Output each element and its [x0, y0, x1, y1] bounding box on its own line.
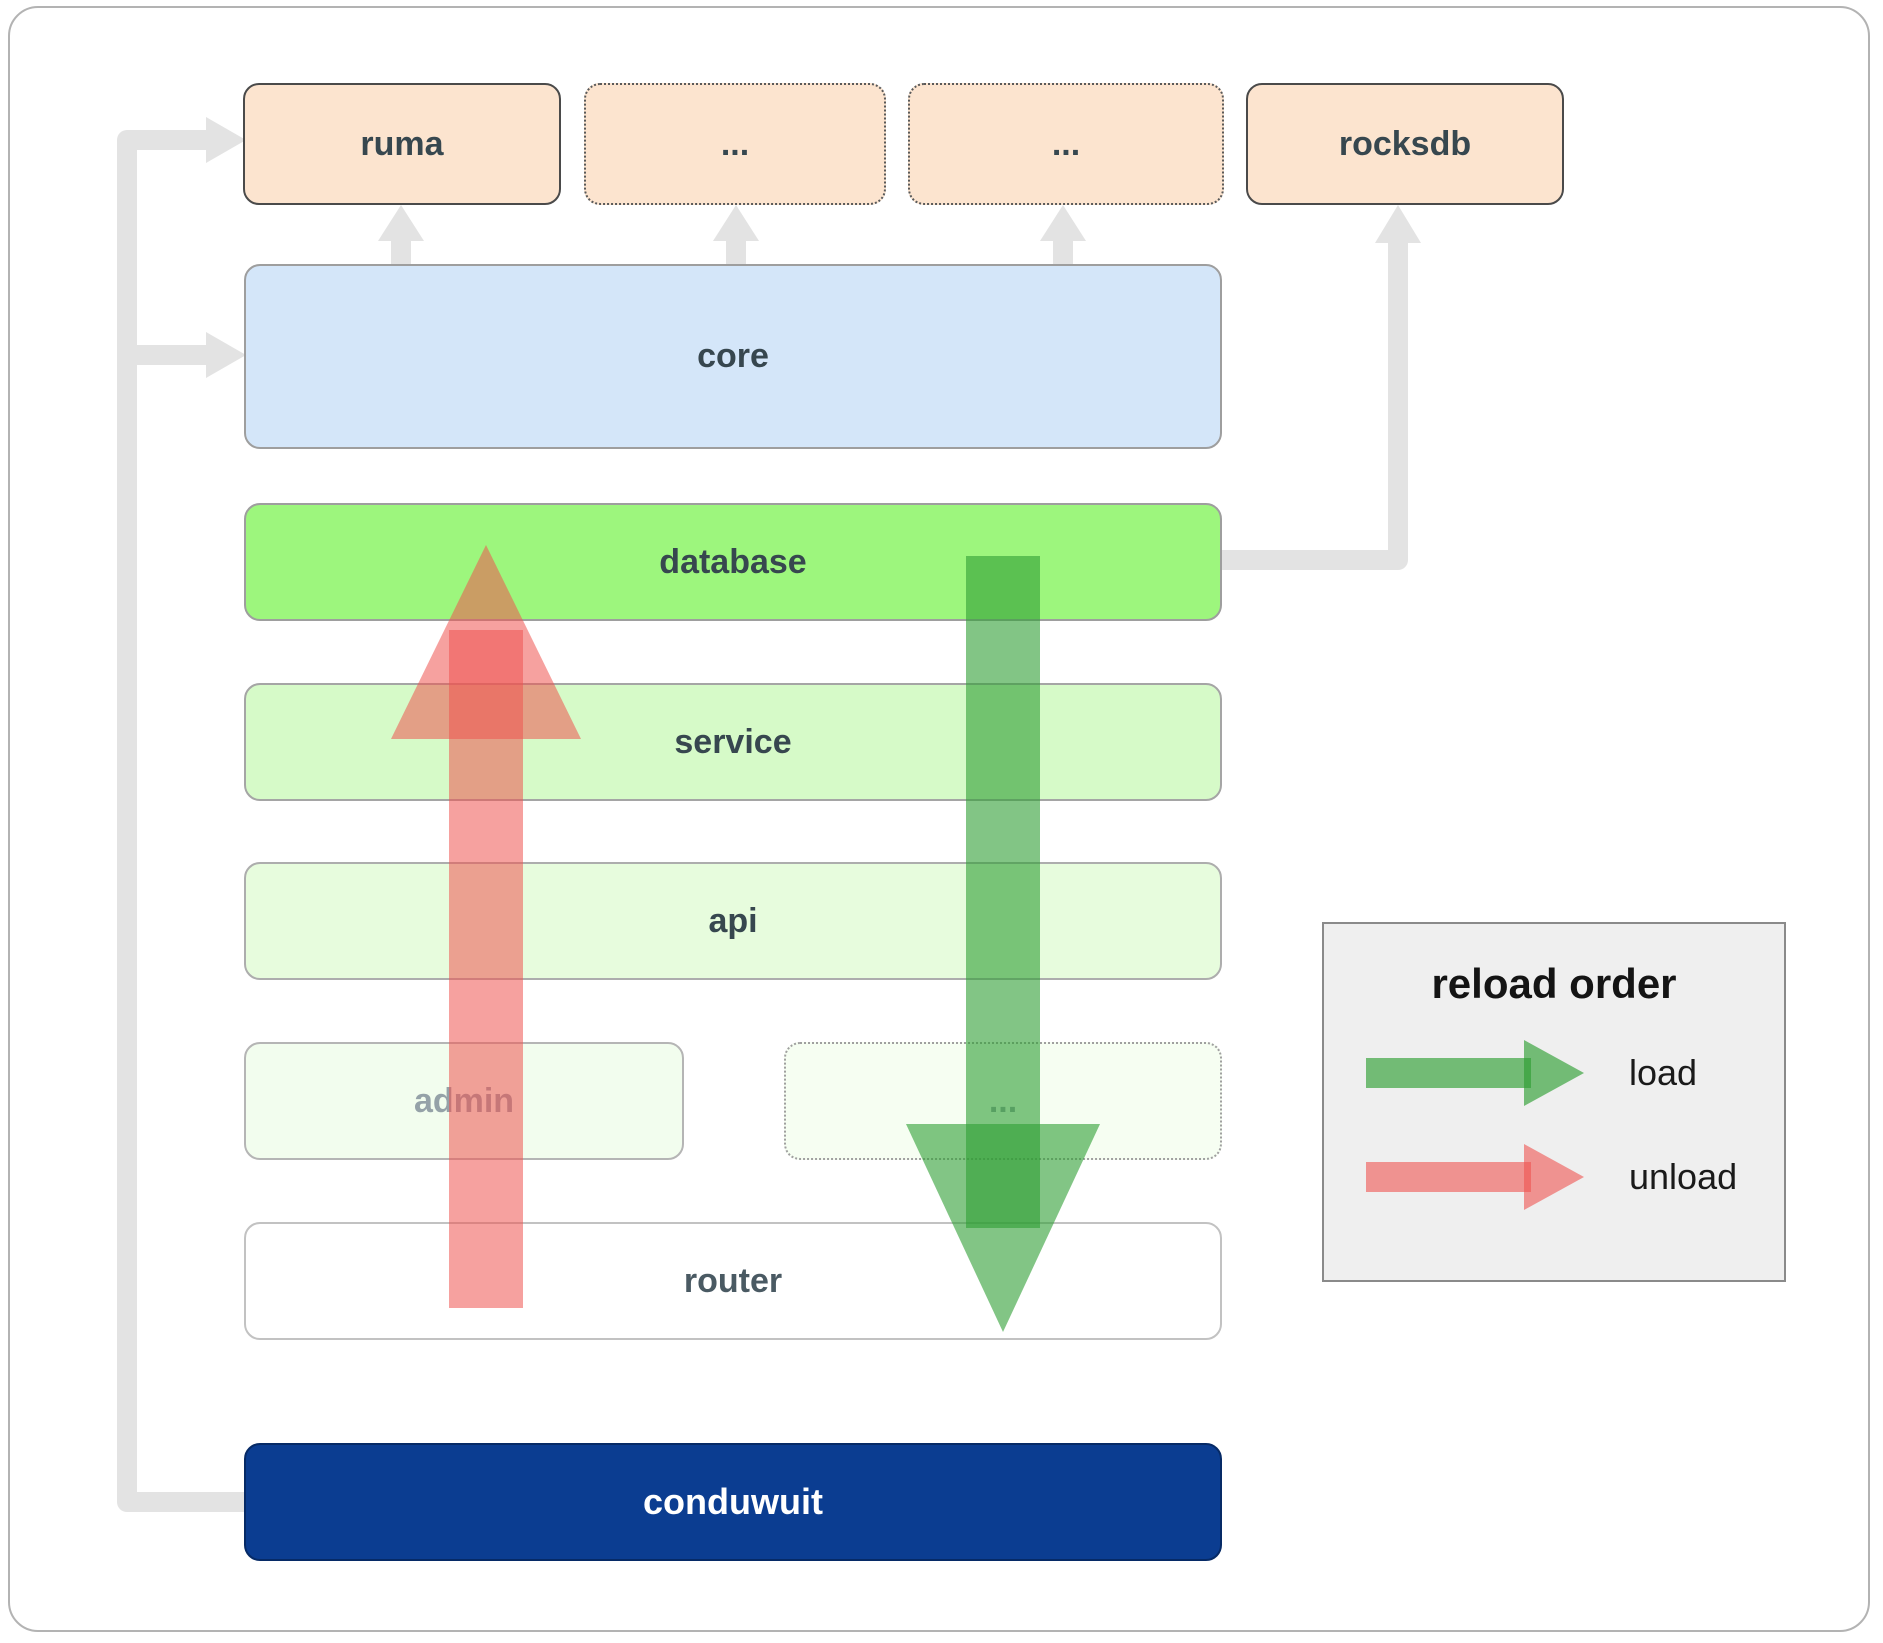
box-core-label: core: [697, 337, 769, 375]
legend-row-unload: unload: [1364, 1138, 1784, 1216]
legend-load-arrow-icon: [1366, 1040, 1584, 1106]
box-admin-label: admin: [413, 1081, 515, 1120]
legend-unload-label: unload: [1629, 1156, 1738, 1197]
box-service: service: [244, 683, 1222, 801]
box-database: database: [244, 503, 1222, 621]
box-dependency-1-label: ...: [720, 124, 750, 163]
box-router: router: [244, 1222, 1222, 1340]
legend-title: reload order: [1431, 960, 1677, 1007]
box-rocksdb: rocksdb: [1246, 83, 1564, 205]
box-conduwuit: conduwuit: [244, 1443, 1222, 1561]
legend-row-load: load: [1364, 1034, 1784, 1112]
box-router-label: router: [683, 1261, 783, 1300]
box-ruma-label: ruma: [360, 124, 444, 163]
box-api-label: api: [708, 901, 758, 940]
box-core: core: [244, 264, 1222, 449]
box-dependency-2: ...: [908, 83, 1224, 205]
box-database-label: database: [659, 542, 807, 581]
box-admin-sibling-label: ...: [988, 1081, 1018, 1120]
box-ruma: ruma: [243, 83, 561, 205]
legend: reload order load unload: [1322, 922, 1786, 1282]
box-conduwuit-label: conduwuit: [643, 1481, 823, 1522]
box-admin: admin: [244, 1042, 684, 1160]
box-service-label: service: [674, 722, 792, 761]
box-admin-sibling: ...: [784, 1042, 1222, 1160]
box-rocksdb-label: rocksdb: [1338, 124, 1472, 163]
box-dependency-2-label: ...: [1051, 124, 1081, 163]
box-api: api: [244, 862, 1222, 980]
diagram-frame: [8, 6, 1870, 1632]
box-dependency-1: ...: [584, 83, 886, 205]
legend-unload-arrow-icon: [1366, 1144, 1584, 1210]
legend-load-label: load: [1629, 1052, 1698, 1093]
